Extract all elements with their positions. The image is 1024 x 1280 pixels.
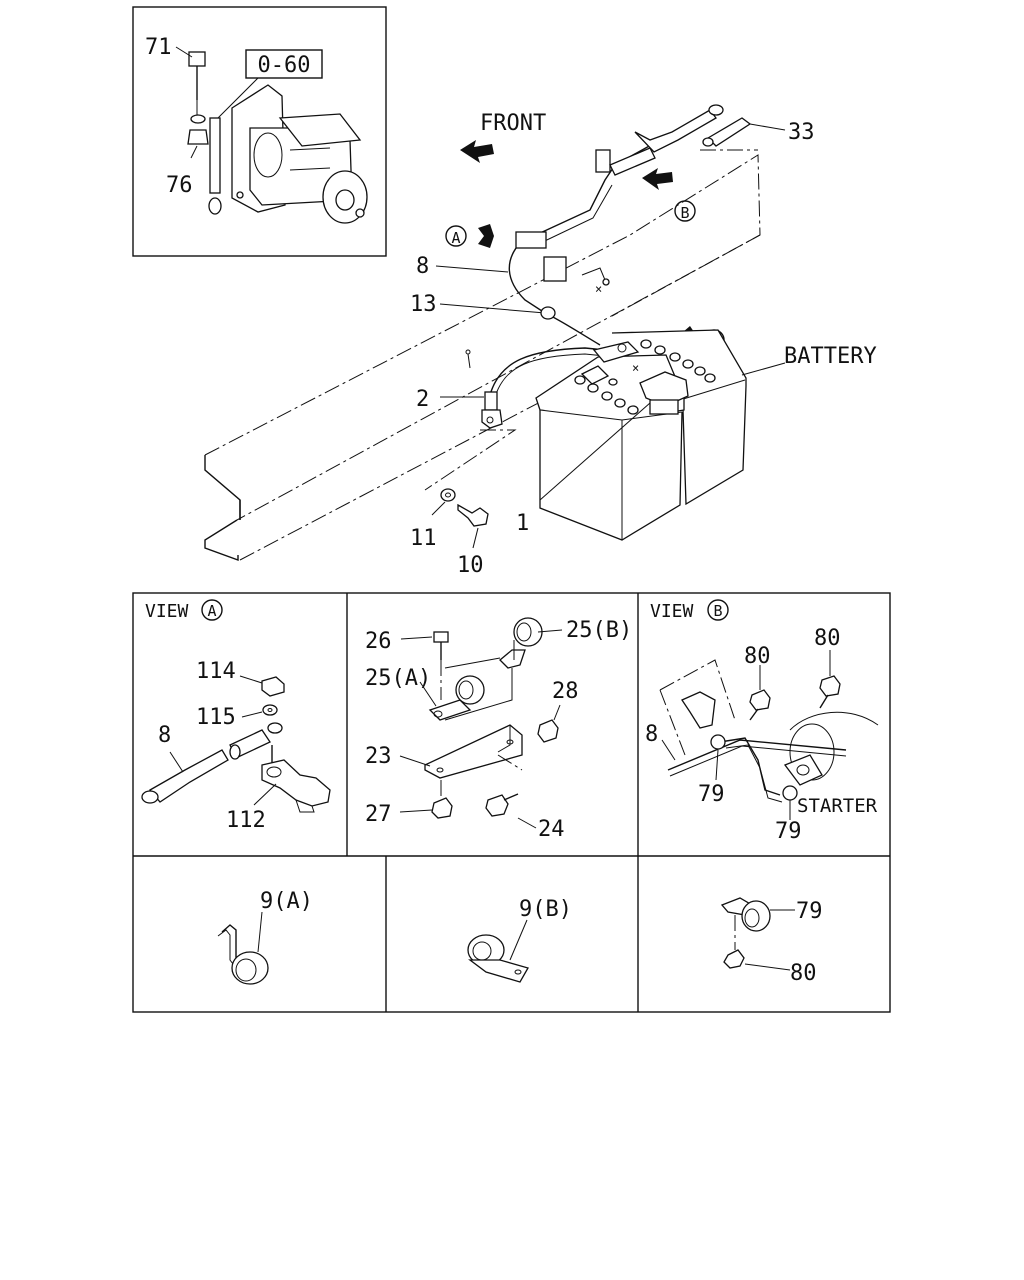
nut-76	[187, 129, 209, 145]
clamp-25a	[428, 675, 485, 721]
starter-inset: 0-60 71 76	[132, 6, 387, 257]
label-115: 115	[196, 705, 236, 730]
view-b-panel: VIEW B 80 80 8 79	[645, 599, 879, 844]
washer	[190, 114, 206, 124]
ref-box	[245, 49, 323, 79]
label-25a: 25(A)	[365, 666, 431, 691]
nut-27	[431, 797, 453, 819]
nut-114	[261, 676, 285, 697]
view-a-title-marker	[201, 599, 223, 621]
label-9a: 9(A)	[260, 889, 313, 914]
label-9b: 9(B)	[519, 897, 572, 922]
label-13: 13	[410, 292, 437, 317]
minus-mark: ×	[632, 361, 639, 375]
battery-pair: × ×	[535, 282, 747, 541]
nut-28	[537, 719, 559, 743]
label-80-c: 80	[790, 961, 817, 986]
panel-grid	[132, 592, 891, 1013]
plus-mark: ×	[595, 282, 602, 296]
view-a-title-marker-text: A	[207, 602, 216, 620]
bolt-80-c	[723, 949, 745, 969]
label-33: 33	[788, 120, 815, 145]
view-a-panel: VIEW A 114 115 8 112	[141, 599, 331, 833]
bolt-80-b	[819, 675, 841, 697]
view-b-arrow	[642, 168, 673, 190]
label-80-b: 80	[814, 626, 841, 651]
bracket	[543, 256, 567, 282]
bolt-26	[433, 631, 449, 643]
bolt-71	[188, 51, 206, 116]
clip	[595, 149, 611, 173]
view-b-marker-text: B	[680, 204, 689, 222]
label-28: 28	[552, 679, 579, 704]
view-a-title: VIEW	[145, 601, 189, 622]
label-80-a: 80	[744, 644, 771, 669]
battery-label: BATTERY	[784, 344, 877, 369]
label-8-b: 8	[645, 722, 658, 747]
bolt-10	[457, 503, 489, 527]
label-23: 23	[365, 744, 392, 769]
washer-115	[262, 704, 278, 716]
bracket-23	[424, 724, 523, 779]
label-11: 11	[410, 526, 437, 551]
terminal-cover-33	[702, 117, 752, 147]
bracket-panel: 26 25(B) 25(A) 28	[365, 617, 632, 842]
view-a-marker-top-text: A	[451, 229, 460, 247]
clip-79-panel: 79 80	[720, 897, 823, 986]
label-27: 27	[365, 802, 392, 827]
label-2: 2	[416, 387, 429, 412]
label-8: 8	[416, 254, 429, 279]
terminal-112	[261, 745, 331, 813]
view-b-title-marker-text: B	[713, 602, 722, 620]
clip-79	[741, 900, 771, 932]
view-a-marker-top	[445, 225, 467, 247]
cable-8-end	[149, 749, 229, 803]
clamp-25b	[499, 617, 543, 669]
main-view: FRONT	[204, 104, 877, 578]
starter-label: STARTER	[797, 795, 878, 817]
label-8-a: 8	[158, 723, 171, 748]
label-26: 26	[365, 629, 392, 654]
front-label: FRONT	[480, 111, 546, 136]
label-79-a: 79	[698, 782, 725, 807]
bolt-80-a	[749, 689, 771, 711]
label-79-b: 79	[775, 819, 802, 844]
label-10: 10	[457, 553, 484, 578]
view-b-title: VIEW	[650, 601, 694, 622]
view-a-arrow-top	[478, 224, 494, 248]
bolt-24	[485, 793, 519, 817]
clamp-a	[515, 231, 547, 249]
view-b-marker	[674, 200, 696, 222]
label-1: 1	[516, 511, 529, 536]
ground-cable-2	[465, 347, 606, 429]
clip-9a-panel: 9(A)	[217, 889, 313, 985]
jumper-cable-1	[639, 371, 689, 407]
view-b-starter	[783, 711, 879, 786]
grommet-13	[540, 306, 556, 320]
ref-box-label: 0-60	[258, 53, 311, 78]
clip-9a	[231, 951, 269, 985]
label-112: 112	[226, 808, 266, 833]
starter-motor	[231, 84, 368, 224]
inset-frame	[132, 6, 387, 257]
view-b-title-marker	[707, 599, 729, 621]
label-79-c: 79	[796, 899, 823, 924]
washer-11	[440, 488, 456, 502]
front-arrow	[460, 140, 494, 163]
label-114: 114	[196, 659, 236, 684]
label-71: 71	[145, 35, 172, 60]
terminal-lead	[209, 117, 221, 194]
label-76: 76	[166, 173, 193, 198]
cable-8	[508, 104, 724, 346]
label-25b: 25(B)	[566, 618, 632, 643]
label-24: 24	[538, 817, 565, 842]
clip-9b-panel: 9(B)	[467, 897, 572, 983]
